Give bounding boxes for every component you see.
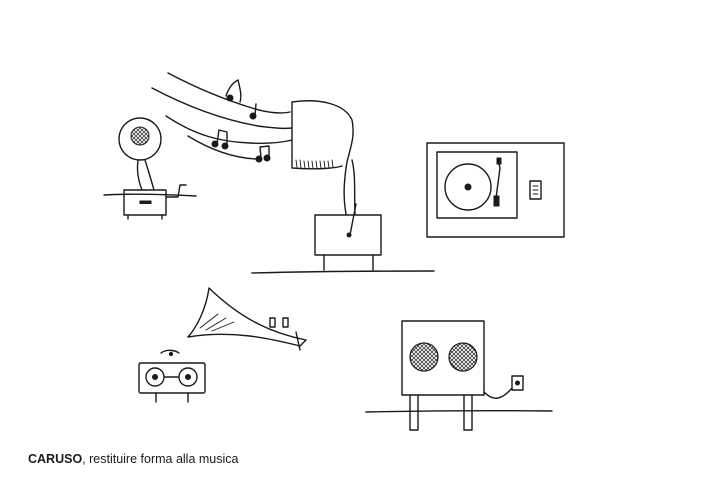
music-notes-stream — [151, 72, 293, 163]
gramophone-large — [251, 100, 435, 274]
speaker-left-grille — [409, 342, 439, 372]
caption-subtitle: , restituire forma alla musica — [82, 452, 239, 466]
speaker-right-grille — [448, 342, 478, 372]
gramophone-small-horn-mouth — [130, 126, 150, 146]
gramophone-small — [103, 117, 197, 220]
speaker-box — [365, 320, 553, 431]
caption-title: CARUSO — [28, 452, 83, 466]
horn-with-tape-deck — [138, 287, 307, 403]
framed-turntable — [426, 142, 565, 238]
caption: CARUSO, restituire forma alla musica — [28, 452, 238, 466]
